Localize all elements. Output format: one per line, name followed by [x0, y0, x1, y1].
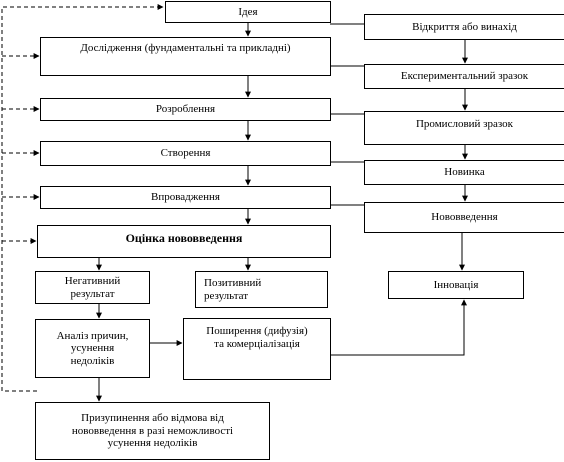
- dashed-feedback-loop: [1, 4, 164, 392]
- node-industrial-sample: Промисловий зразок: [364, 111, 564, 145]
- node-creation: Створення: [40, 141, 331, 166]
- node-development: Розроблення: [40, 98, 331, 121]
- node-suspension: Призупинення або відмова від нововведенн…: [35, 402, 270, 460]
- node-research: Дослідження (фундаментальні та прикладні…: [40, 37, 331, 76]
- node-novelty: Новинка: [364, 160, 564, 185]
- node-discovery: Відкриття або винахід: [364, 14, 564, 40]
- node-idea: Ідея: [165, 1, 331, 23]
- node-evaluation: Оцінка нововведення: [37, 225, 331, 258]
- arrow-diffusion-to-innovation: [331, 299, 467, 356]
- node-analysis: Аналіз причин, усунення недоліків: [35, 319, 150, 378]
- node-positive-result: Позитивний результат: [195, 271, 328, 308]
- node-innovation-new: Нововведення: [364, 202, 564, 233]
- node-prototype: Експериментальний зразок: [364, 64, 564, 89]
- node-negative-result: Негативний результат: [35, 271, 150, 304]
- node-diffusion: Поширення (дифузія) та комерціалізація: [183, 318, 331, 380]
- node-implementation: Впровадження: [40, 186, 331, 209]
- node-innovation: Інновація: [388, 271, 524, 299]
